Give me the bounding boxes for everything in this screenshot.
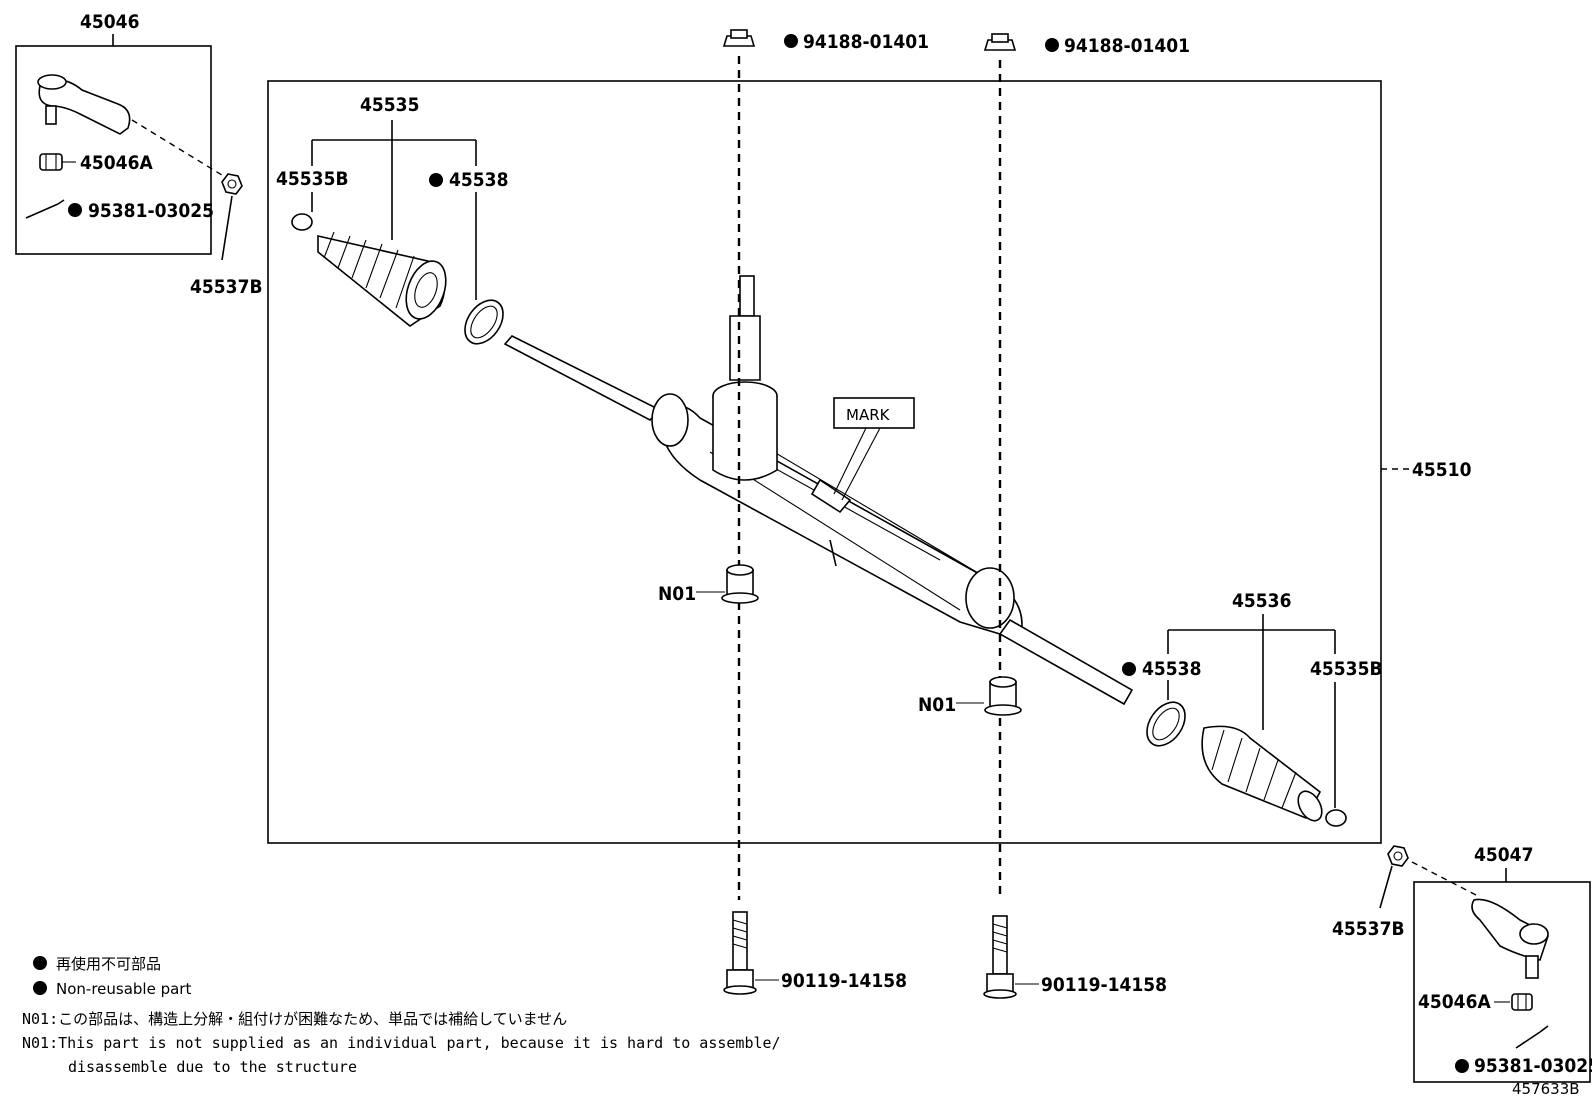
inset-box-right bbox=[1413, 881, 1591, 1083]
nut-icon bbox=[1511, 993, 1533, 1011]
label-90119-2: 90119-14158 bbox=[1041, 974, 1167, 996]
label-45538-rh: 45538 bbox=[1142, 658, 1201, 680]
non-reusable-dot-icon bbox=[1045, 38, 1059, 52]
non-reusable-dot-icon bbox=[68, 203, 82, 217]
boot-rh bbox=[1201, 725, 1323, 822]
label-45537B-rh: 45537B bbox=[1332, 918, 1405, 940]
label-90119-1: 90119-14158 bbox=[781, 970, 907, 992]
label-n01-b: N01 bbox=[918, 694, 956, 716]
label-95381-lh: 95381-03025 bbox=[88, 200, 214, 222]
label-45046A-rh: 45046A bbox=[1418, 991, 1491, 1013]
note-en-2: disassemble due to the structure bbox=[68, 1058, 357, 1076]
label-95381-rh: 95381-03025 bbox=[1474, 1055, 1592, 1077]
non-reusable-dot-icon bbox=[1455, 1059, 1469, 1073]
non-reusable-dot-icon bbox=[33, 981, 47, 995]
legend-en: Non-reusable part bbox=[56, 980, 191, 998]
steering-rack-body bbox=[503, 275, 1134, 706]
label-45535B-rh: 45535B bbox=[1310, 658, 1383, 680]
lock-nut-lh bbox=[221, 173, 243, 195]
note-en-1: N01:This part is not supplied as an indi… bbox=[22, 1034, 781, 1052]
label-45510: 45510 bbox=[1412, 459, 1472, 481]
clamp-rh bbox=[1146, 701, 1186, 747]
boot-lh bbox=[317, 231, 447, 327]
non-reusable-dot-icon bbox=[784, 34, 798, 48]
label-mark: MARK bbox=[846, 406, 891, 424]
nut-icon bbox=[39, 153, 63, 171]
note-ja: N01:この部品は、構造上分解・組付けが困難なため、単品では補給していません bbox=[22, 1010, 567, 1028]
label-n01-a: N01 bbox=[658, 583, 696, 605]
label-45046A-lh: 45046A bbox=[80, 152, 153, 174]
lock-nut-rh bbox=[1387, 845, 1409, 867]
non-reusable-dot-icon bbox=[429, 173, 443, 187]
cotter-pin-icon bbox=[1515, 1025, 1549, 1049]
label-45535: 45535 bbox=[360, 94, 419, 116]
flange-nut-1 bbox=[722, 29, 756, 47]
drawing-number: 457633B bbox=[1512, 1080, 1580, 1098]
bushing-2 bbox=[984, 676, 1022, 716]
assembly-frame bbox=[267, 80, 1382, 844]
legend-ja: 再使用不可部品 bbox=[56, 955, 161, 973]
non-reusable-dot-icon bbox=[1122, 662, 1136, 676]
label-45538-lh: 45538 bbox=[449, 169, 508, 191]
label-45536: 45536 bbox=[1232, 590, 1291, 612]
label-45535B-lh: 45535B bbox=[276, 168, 349, 190]
tie-rod-end-rh bbox=[1471, 898, 1549, 979]
bushing-1 bbox=[721, 564, 759, 604]
clip-rh bbox=[1325, 809, 1347, 827]
clip-lh bbox=[291, 213, 313, 231]
label-45046: 45046 bbox=[80, 11, 139, 33]
label-94188-1: 94188-01401 bbox=[803, 31, 929, 53]
cotter-pin-icon bbox=[25, 199, 65, 219]
label-45047: 45047 bbox=[1474, 844, 1533, 866]
flange-nut-2 bbox=[983, 33, 1017, 51]
bolt-2 bbox=[983, 915, 1017, 999]
label-45537B-lh: 45537B bbox=[190, 276, 263, 298]
label-94188-2: 94188-01401 bbox=[1064, 35, 1190, 57]
tie-rod-end-lh bbox=[37, 74, 131, 135]
non-reusable-dot-icon bbox=[33, 956, 47, 970]
clamp-lh bbox=[464, 299, 504, 345]
mark-box bbox=[833, 397, 915, 429]
bolt-1 bbox=[723, 911, 757, 995]
